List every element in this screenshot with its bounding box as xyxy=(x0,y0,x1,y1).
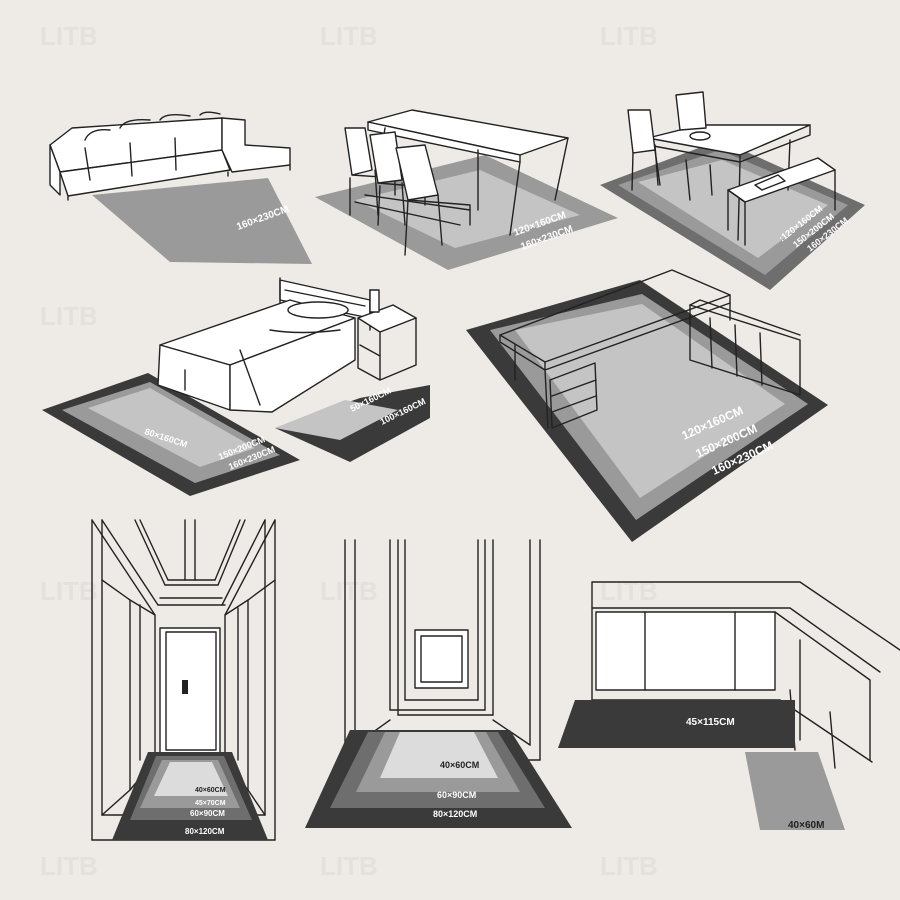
scene-bedroom: 80×160CM 150×200CM 160×230CM 50×160CM 10… xyxy=(42,277,430,496)
rug-label: 40×60M xyxy=(788,820,824,831)
dining-bench-drawing xyxy=(627,91,836,246)
rug-40x60 xyxy=(380,732,498,778)
sofa-drawing xyxy=(49,111,291,201)
watermark: LITB xyxy=(320,851,378,881)
watermark: LITB xyxy=(40,576,98,606)
watermark: LITB xyxy=(40,851,98,881)
watermark: LITB xyxy=(40,301,98,331)
rug-40x60 xyxy=(154,762,228,796)
bed-drawing xyxy=(157,277,417,413)
rug-label: 80×120CM xyxy=(433,809,477,819)
rug-50x160 xyxy=(275,400,398,440)
rug-label: 60×90CM xyxy=(190,809,225,818)
hallway-frame-drawing xyxy=(344,539,541,761)
rug-label: 40×60CM xyxy=(195,787,226,794)
watermark: LITB xyxy=(600,576,658,606)
rug-label: 45×70CM xyxy=(195,800,226,807)
scene-dining: 120×160CM 160×230CM xyxy=(315,109,618,270)
watermark: LITB xyxy=(40,21,98,51)
desk-drawing xyxy=(499,269,801,429)
scene-office: 120×160CM 150×200CM 160×230CM xyxy=(466,269,828,542)
rug-label: 40×60CM xyxy=(440,760,479,770)
watermark: LITB xyxy=(320,576,378,606)
rug-120x160 xyxy=(638,160,828,258)
rug-label: 45×115CM xyxy=(686,717,735,728)
scene-kitchen: 45×115CM 40×60M xyxy=(558,581,900,831)
watermark: LITB xyxy=(600,851,658,881)
watermark-group: LITB LITB LITB LITB LITB LITB LITB LITB … xyxy=(40,21,658,881)
watermark: LITB xyxy=(600,21,658,51)
rug-label: 80×120CM xyxy=(185,827,225,836)
rug-40x60 xyxy=(745,752,845,830)
rug-120x160 xyxy=(515,304,785,498)
rug-160x230 xyxy=(92,178,312,264)
rug-45x115 xyxy=(558,700,795,748)
scene-dining-bench: :120×160CM 150×200CM 160×230CM xyxy=(600,91,865,290)
kitchen-drawing xyxy=(591,581,900,769)
dining-table-drawing xyxy=(344,109,569,256)
scene-hallway-door: 40×60CM 45×70CM 60×90CM 80×120CM xyxy=(91,519,276,841)
rug-80x160 xyxy=(88,388,255,467)
watermark: LITB xyxy=(320,21,378,51)
rug-label: 60×90CM xyxy=(437,790,476,800)
scene-sofa: 160×230CM xyxy=(49,111,312,264)
scene-hallway-frame: 40×60CM 60×90CM 80×120CM xyxy=(305,539,572,828)
